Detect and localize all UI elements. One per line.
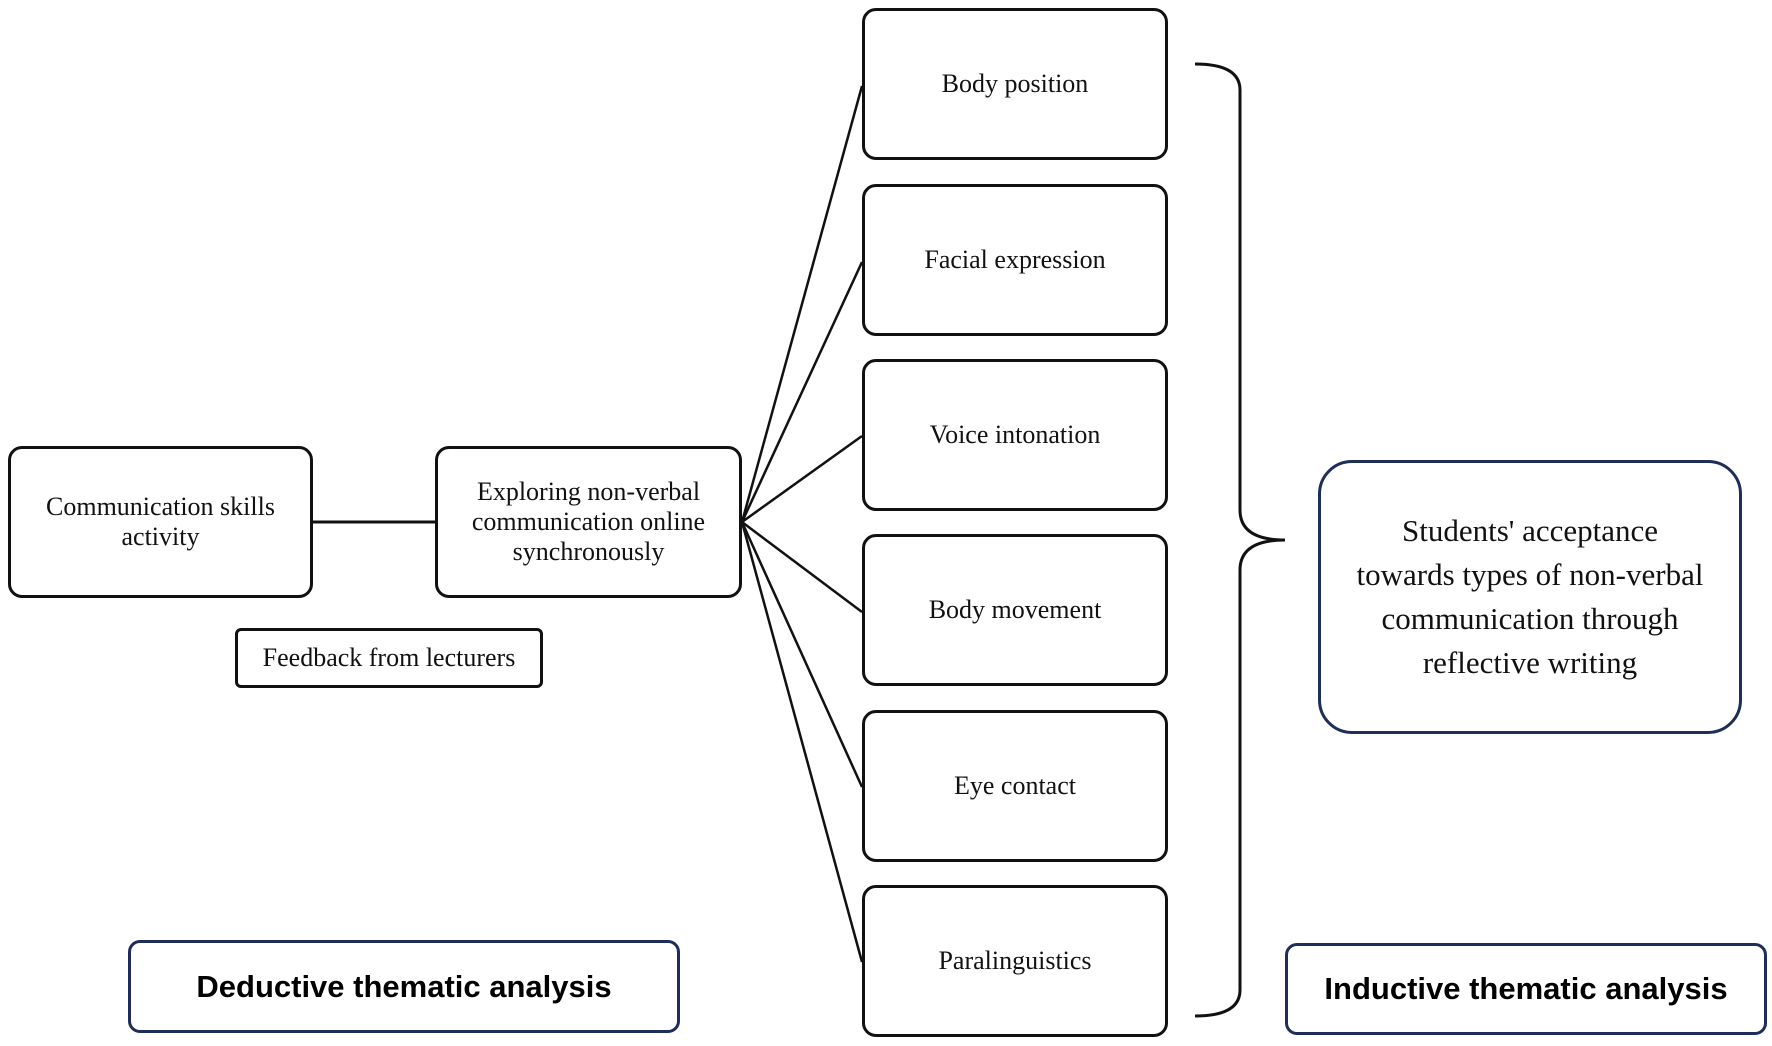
- exploring-nonverbal-text: Exploring non-verbal communication onlin…: [471, 477, 706, 566]
- type-facial-expression: Facial expression: [862, 184, 1168, 336]
- connector-type-2: [740, 261, 864, 523]
- exploring-nonverbal-box: Exploring non-verbal communication onlin…: [435, 446, 742, 598]
- inductive-analysis-label: Inductive thematic analysis: [1285, 943, 1767, 1035]
- type-body-position-text: Body position: [941, 69, 1089, 98]
- type-eye-contact-text: Eye contact: [954, 771, 1076, 800]
- type-voice-intonation: Voice intonation: [862, 359, 1168, 511]
- connector-type-5: [740, 521, 864, 788]
- inductive-analysis-text: Inductive thematic analysis: [1324, 971, 1728, 1006]
- communication-skills-activity-text: Communication skills activity: [46, 492, 275, 551]
- curly-brace: [1194, 62, 1286, 1018]
- type-body-position: Body position: [862, 8, 1168, 160]
- students-acceptance-box: Students' acceptance towards types of no…: [1318, 460, 1742, 734]
- type-body-movement-text: Body movement: [928, 595, 1102, 624]
- connector-type-4: [741, 521, 863, 613]
- students-acceptance-text: Students' acceptance towards types of no…: [1356, 513, 1704, 680]
- type-facial-expression-text: Facial expression: [924, 245, 1106, 274]
- connector-type-1: [740, 85, 864, 523]
- communication-skills-activity-box: Communication skills activity: [8, 446, 313, 598]
- feedback-box: Feedback from lecturers: [235, 628, 543, 688]
- type-paralinguistics-text: Paralinguistics: [938, 946, 1092, 975]
- type-voice-intonation-text: Voice intonation: [929, 420, 1101, 449]
- type-eye-contact: Eye contact: [862, 710, 1168, 862]
- deductive-analysis-label: Deductive thematic analysis: [128, 940, 680, 1033]
- connector-type-3: [741, 434, 863, 524]
- connector-type-6: [740, 521, 864, 963]
- type-paralinguistics: Paralinguistics: [862, 885, 1168, 1037]
- type-body-movement: Body movement: [862, 534, 1168, 686]
- deductive-analysis-text: Deductive thematic analysis: [196, 968, 612, 1004]
- feedback-text: Feedback from lecturers: [262, 643, 516, 672]
